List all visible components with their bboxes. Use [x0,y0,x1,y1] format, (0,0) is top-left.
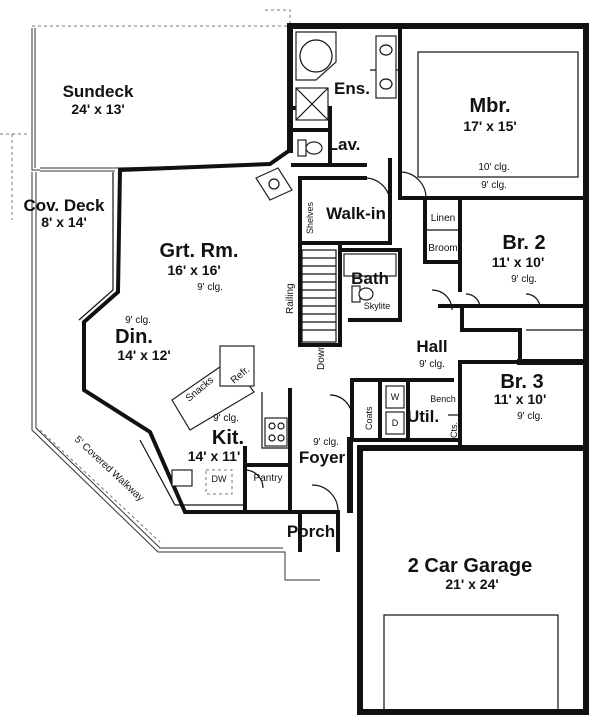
washer-label: W [391,392,400,402]
bath-name: Bath [351,269,389,288]
shelves-label: Shelves [305,201,315,234]
br2-clg: 9' clg. [511,274,537,285]
dw-label: DW [212,474,227,484]
foyer-name: Foyer [299,448,346,467]
mbr-name: Mbr. [469,95,510,117]
linen-label: Linen [431,213,455,224]
br3-clg: 9' clg. [517,411,543,422]
coats-label: Coats [364,406,374,430]
sundeck-outline [0,9,291,220]
garage-dims: 21' x 24' [445,576,498,592]
br2-dims: 11' x 10' [492,254,545,270]
ens-name: Ens. [334,79,370,98]
grt-rm-dims: 16' x 16' [167,262,220,278]
interior-walls [243,24,588,514]
pantry-label: Pantry [254,473,283,484]
br3-name: Br. 3 [500,371,543,393]
din-clg: 9' clg. [125,315,151,326]
grt-rm-clg: 9' clg. [197,282,223,293]
kit-name: Kit. [212,427,244,449]
skylite-label: Skylite [364,301,391,311]
grt-rm-name: Grt. Rm. [160,240,239,262]
mbr-dims: 17' x 15' [463,118,516,134]
br3-dims: 11' x 10' [494,391,547,407]
dryer-label: D [392,418,399,428]
railing-label: Railing [285,283,296,314]
room-labels: Sundeck 24' x 13' Cov. Deck 8' x 14' Ens… [24,79,547,592]
hall-name: Hall [416,337,447,356]
bench-label: Bench [430,394,456,404]
lav-name: Lav. [328,135,361,154]
stair-treads [302,257,336,331]
walkway-label: 5' Covered Walkway [72,434,146,504]
doors [244,171,541,512]
fixtures [139,31,559,713]
porch-name: Porch [287,522,335,541]
sundeck-dims: 24' x 13' [71,101,124,117]
kit-clg: 9' clg. [213,413,239,424]
walkin-name: Walk-in [326,204,386,223]
down-label: Down [316,344,327,370]
br2-name: Br. 2 [502,232,545,254]
cov-deck-dims: 8' x 14' [41,214,87,230]
mbr-clg-10: 10' clg. [478,162,509,173]
foyer-clg: 9' clg. [313,437,339,448]
broom-label: Broom [428,243,457,254]
kit-dims: 14' x 11' [188,448,241,464]
din-name: Din. [115,326,153,348]
hall-clg: 9' clg. [419,359,445,370]
covered-walkway-outline [31,172,320,581]
util-name: Util. [407,407,439,426]
cts-label: Cts. [449,422,459,438]
din-dims: 14' x 12' [117,347,170,363]
cov-deck-name: Cov. Deck [24,196,105,215]
garage-name: 2 Car Garage [408,555,533,577]
sundeck-name: Sundeck [63,82,134,101]
mbr-clg-9: 9' clg. [481,180,507,191]
